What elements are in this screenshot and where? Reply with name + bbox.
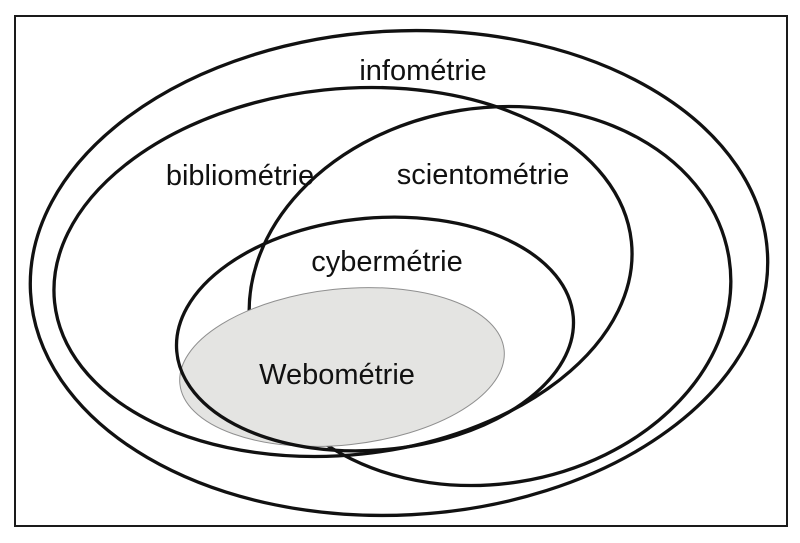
- webometrie-ellipse: [179, 287, 505, 447]
- cybermetrie-label: cybermétrie: [311, 246, 463, 278]
- webometrie-label: Webométrie: [259, 359, 415, 391]
- infometrie-label: infométrie: [359, 55, 486, 87]
- diagram-border: [14, 15, 788, 527]
- bibliometrie-label: bibliométrie: [166, 160, 314, 192]
- cybermetrie-ellipse: [174, 215, 576, 453]
- infometrie-ellipse: [28, 28, 770, 518]
- bibliometrie-ellipse: [52, 85, 634, 459]
- scientometrie-label: scientométrie: [397, 159, 569, 191]
